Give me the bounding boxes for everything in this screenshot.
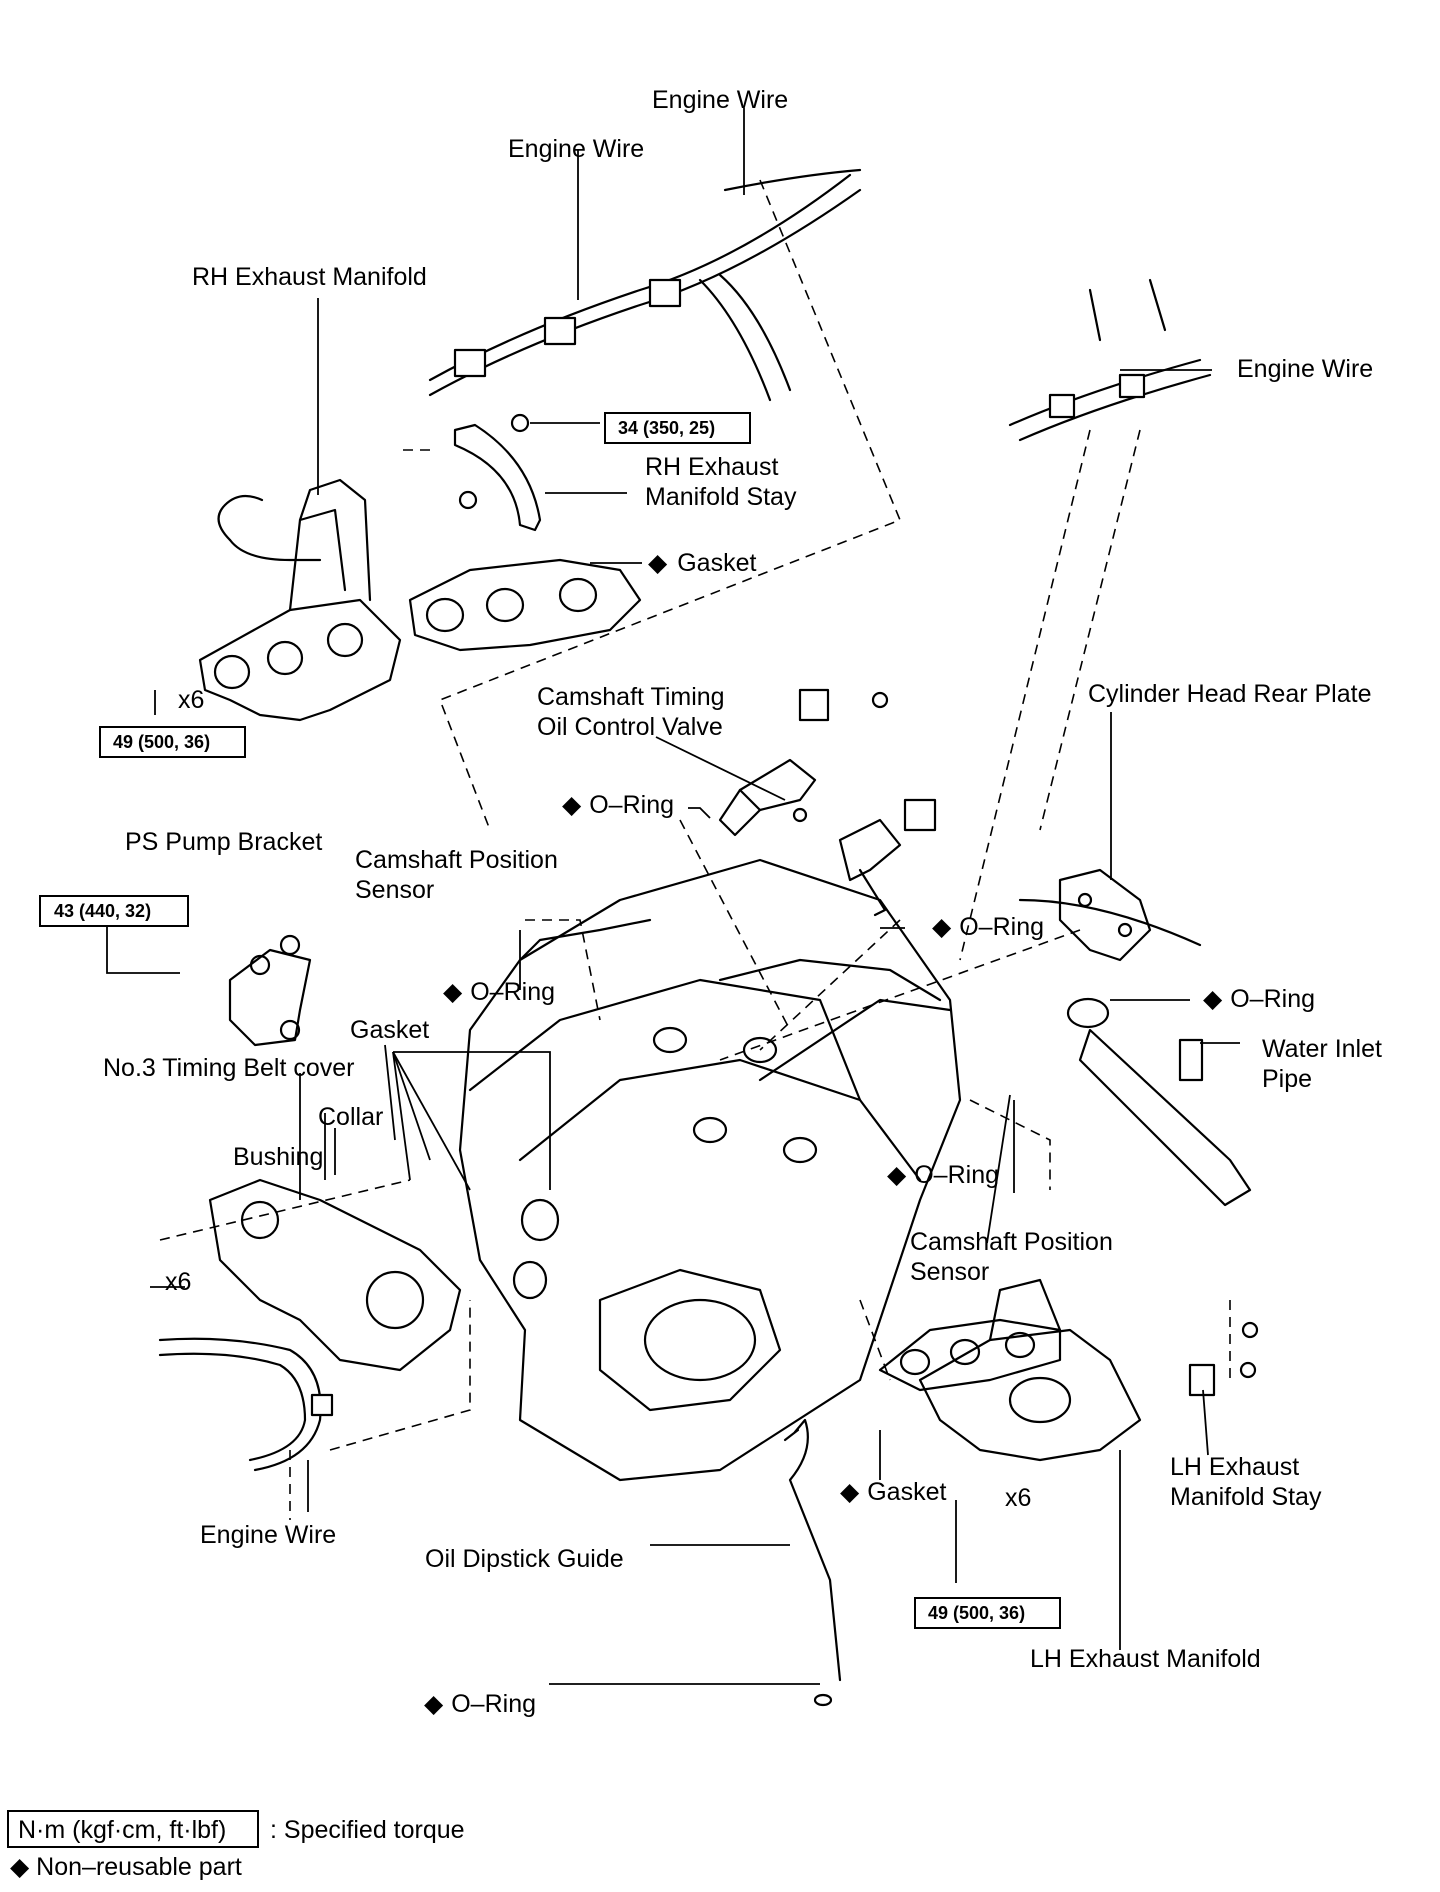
label-gasket-rh: ◆ Gasket bbox=[648, 549, 756, 577]
label-timing-belt-cover: No.3 Timing Belt cover bbox=[103, 1054, 355, 1082]
label-oil-dipstick-guide: Oil Dipstick Guide bbox=[425, 1545, 624, 1573]
part-labels: Engine Wire Engine Wire Engine Wire RH E… bbox=[103, 86, 1382, 1718]
svg-text:49 (500, 36): 49 (500, 36) bbox=[928, 1603, 1025, 1623]
engine-block bbox=[458, 858, 962, 1482]
cylinder-head-rear-plate-part bbox=[1018, 868, 1202, 962]
leader-lines bbox=[106, 108, 1240, 1685]
label-water-inlet-line1: Water Inlet bbox=[1262, 1035, 1382, 1063]
engine-wire-bottom-part bbox=[158, 1337, 334, 1472]
gasket-rh-text: Gasket bbox=[677, 549, 756, 577]
label-rh-stay-line2: Manifold Stay bbox=[645, 483, 797, 511]
oil-dipstick-guide-part bbox=[783, 1418, 842, 1707]
label-cam-pos-sensor-left-line1: Camshaft Position bbox=[355, 846, 558, 874]
label-x6-lh: x6 bbox=[1005, 1484, 1031, 1512]
label-oring-3: ◆O–Ring bbox=[443, 978, 555, 1006]
label-rh-stay-line1: RH Exhaust bbox=[645, 453, 778, 481]
engine-wire-top-part bbox=[428, 168, 862, 402]
label-cam-pos-sensor-right-line2: Sensor bbox=[910, 1258, 989, 1286]
label-oring-6: ◆O–Ring bbox=[424, 1690, 536, 1718]
ocv-right-part bbox=[792, 798, 937, 917]
label-gasket-mid: Gasket bbox=[350, 1016, 429, 1044]
rh-manifold-stay-part bbox=[453, 413, 542, 532]
label-cylinder-head-rear-plate: Cylinder Head Rear Plate bbox=[1088, 680, 1371, 708]
label-engine-wire-top: Engine Wire bbox=[652, 86, 788, 114]
camshaft-timing-ocv-part bbox=[718, 688, 889, 837]
lh-manifold-stay-part bbox=[1188, 1321, 1259, 1397]
label-lh-stay-line2: Manifold Stay bbox=[1170, 1483, 1322, 1511]
label-oring-2: ◆O–Ring bbox=[932, 913, 1044, 941]
label-cam-pos-sensor-right-line1: Camshaft Position bbox=[910, 1228, 1113, 1256]
assembly-dashed-lines bbox=[159, 179, 1231, 1520]
torque-rh-manifold: 49 (500, 36) bbox=[99, 726, 246, 758]
label-oring-5: ◆O–Ring bbox=[887, 1161, 999, 1189]
label-ps-pump-bracket: PS Pump Bracket bbox=[125, 828, 322, 856]
rh-exhaust-manifold-part bbox=[198, 478, 402, 722]
label-camshaft-timing-line1: Camshaft Timing bbox=[537, 683, 725, 711]
ps-pump-bracket-part bbox=[228, 934, 312, 1047]
lh-exhaust-manifold-part bbox=[918, 1278, 1142, 1462]
label-bushing: Bushing bbox=[233, 1143, 323, 1171]
label-rh-exhaust-manifold: RH Exhaust Manifold bbox=[192, 263, 427, 291]
torque-lh-manifold: 49 (500, 36) bbox=[914, 1597, 1061, 1629]
label-gasket-lh: ◆Gasket bbox=[840, 1478, 946, 1506]
label-engine-wire-right: Engine Wire bbox=[1237, 355, 1373, 383]
legend: N·m (kgf·cm, ft·lbf) : Specified torque … bbox=[7, 1810, 465, 1881]
engine-wire-right-part bbox=[1008, 278, 1212, 442]
label-lh-stay-line1: LH Exhaust bbox=[1170, 1453, 1299, 1481]
svg-text:43 (440, 32): 43 (440, 32) bbox=[54, 901, 151, 921]
label-cam-pos-sensor-left-line2: Sensor bbox=[355, 876, 434, 904]
svg-text:49 (500, 36): 49 (500, 36) bbox=[113, 732, 210, 752]
torque-rh-stay: 34 (350, 25) bbox=[604, 412, 751, 444]
svg-text:34 (350, 25): 34 (350, 25) bbox=[618, 418, 715, 438]
label-collar: Collar bbox=[318, 1103, 383, 1131]
legend-unit-desc: : Specified torque bbox=[270, 1816, 465, 1844]
label-engine-wire-bottom: Engine Wire bbox=[200, 1521, 336, 1549]
label-lh-exhaust-manifold: LH Exhaust Manifold bbox=[1030, 1645, 1261, 1673]
label-oring-1: ◆O–Ring bbox=[562, 791, 674, 819]
label-x6-cover: x6 bbox=[165, 1268, 191, 1296]
label-water-inlet-line2: Pipe bbox=[1262, 1065, 1312, 1093]
timing-belt-cover-part bbox=[208, 1178, 462, 1372]
label-engine-wire-mid: Engine Wire bbox=[508, 135, 644, 163]
torque-ps-bracket: 43 (440, 32) bbox=[39, 895, 189, 927]
label-oring-4: ◆O–Ring bbox=[1203, 985, 1315, 1013]
label-camshaft-timing-line2: Oil Control Valve bbox=[537, 713, 723, 741]
nonreusable-marker: ◆ bbox=[648, 549, 668, 577]
legend-unit-box: N·m (kgf·cm, ft·lbf) bbox=[18, 1816, 226, 1844]
water-inlet-pipe-part bbox=[1066, 997, 1252, 1207]
lh-gasket-part bbox=[878, 1318, 1062, 1392]
legend-nonreusable: ◆ Non–reusable part bbox=[10, 1853, 242, 1881]
label-x6-rh: x6 bbox=[178, 686, 204, 714]
rh-gasket-part bbox=[408, 558, 642, 652]
